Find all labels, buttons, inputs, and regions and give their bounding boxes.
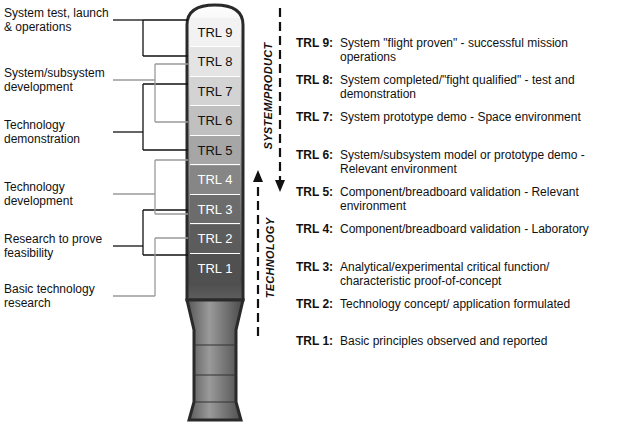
dashed-arrow-line	[257, 180, 259, 336]
trl-band: TRL 8	[190, 48, 240, 77]
trl-band: TRL 5	[190, 136, 240, 165]
phase-label: Basic technology research	[4, 282, 112, 310]
trl-text: Component/breadboard validation - Releva…	[340, 185, 590, 213]
trl-band: TRL 7	[190, 77, 240, 106]
trl-key: TRL 9:	[296, 36, 340, 50]
phase-label: Research to prove feasibility	[4, 232, 112, 260]
trl-text: Technology concept/ application formulat…	[340, 297, 590, 311]
trl-description: TRL 7:System prototype demo - Space envi…	[296, 110, 590, 124]
trl-text: System completed/"fight qualified" - tes…	[340, 73, 590, 101]
trl-level: TRL 8	[198, 54, 233, 69]
phase-label: System test, launch & operations	[4, 6, 112, 34]
trl-description: TRL 5:Component/breadboard validation - …	[296, 185, 590, 213]
trl-text: System "flight proven" - successful miss…	[340, 36, 590, 64]
trl-text: System prototype demo - Space environmen…	[340, 110, 590, 124]
bracket-grey	[113, 64, 188, 296]
tube-nozzle	[187, 300, 243, 420]
trl-level: TRL 5	[198, 143, 233, 158]
arrow-head	[253, 170, 263, 182]
phase-label: Technology demonstration	[4, 118, 112, 146]
trl-key: TRL 3:	[296, 260, 340, 274]
dashed-arrow-line	[279, 8, 281, 182]
trl-text: System/subsystem model or prototype demo…	[340, 148, 590, 176]
trl-band: TRL 9	[190, 18, 240, 47]
trl-band: TRL 6	[190, 107, 240, 136]
trl-band: TRL 1	[190, 254, 240, 283]
nozzle-ring	[194, 375, 236, 376]
trl-key: TRL 1:	[296, 334, 340, 348]
trl-level: TRL 7	[198, 84, 233, 99]
trl-level: TRL 6	[198, 113, 233, 128]
trl-key: TRL 7:	[296, 110, 340, 124]
trl-key: TRL 4:	[296, 222, 340, 236]
nozzle-ring	[194, 345, 236, 346]
trl-level: TRL 3	[198, 202, 233, 217]
trl-key: TRL 5:	[296, 185, 340, 199]
trl-key: TRL 6:	[296, 148, 340, 162]
trl-key: TRL 2:	[296, 297, 340, 311]
trl-description: TRL 4:Component/breadboard validation - …	[296, 222, 590, 236]
axis-label: TECHNOLOGY	[264, 218, 276, 299]
trl-level: TRL 4	[198, 172, 233, 187]
trl-band: TRL 4	[190, 166, 240, 195]
phase-label: Technology development	[4, 180, 112, 208]
trl-key: TRL 8:	[296, 73, 340, 87]
axis-label: SYSTEM/PRODUCT	[262, 43, 274, 150]
trl-description: TRL 8:System completed/"fight qualified"…	[296, 73, 590, 101]
trl-description: TRL 1:Basic principles observed and repo…	[296, 334, 590, 348]
trl-band: TRL 3	[190, 195, 240, 224]
trl-level: TRL 9	[198, 25, 233, 40]
trl-description: TRL 9:System "flight proven" - successfu…	[296, 36, 590, 64]
arrow-head	[275, 180, 285, 192]
trl-text: Basic principles observed and reported	[340, 334, 590, 348]
trl-level: TRL 1	[198, 261, 233, 276]
trl-band: TRL 2	[190, 225, 240, 254]
trl-description: TRL 3:Analytical/experimental critical f…	[296, 260, 590, 288]
trl-text: Component/breadboard validation - Labora…	[340, 222, 590, 236]
nozzle-ring	[194, 402, 236, 403]
trl-level: TRL 2	[198, 231, 233, 246]
trl-description: TRL 6:System/subsystem model or prototyp…	[296, 148, 590, 176]
bracket-black	[113, 20, 188, 255]
trl-description: TRL 2:Technology concept/ application fo…	[296, 297, 590, 311]
tube-body	[187, 5, 243, 300]
trl-text: Analytical/experimental critical functio…	[340, 260, 590, 288]
phase-label: System/subsystem development	[4, 66, 112, 94]
